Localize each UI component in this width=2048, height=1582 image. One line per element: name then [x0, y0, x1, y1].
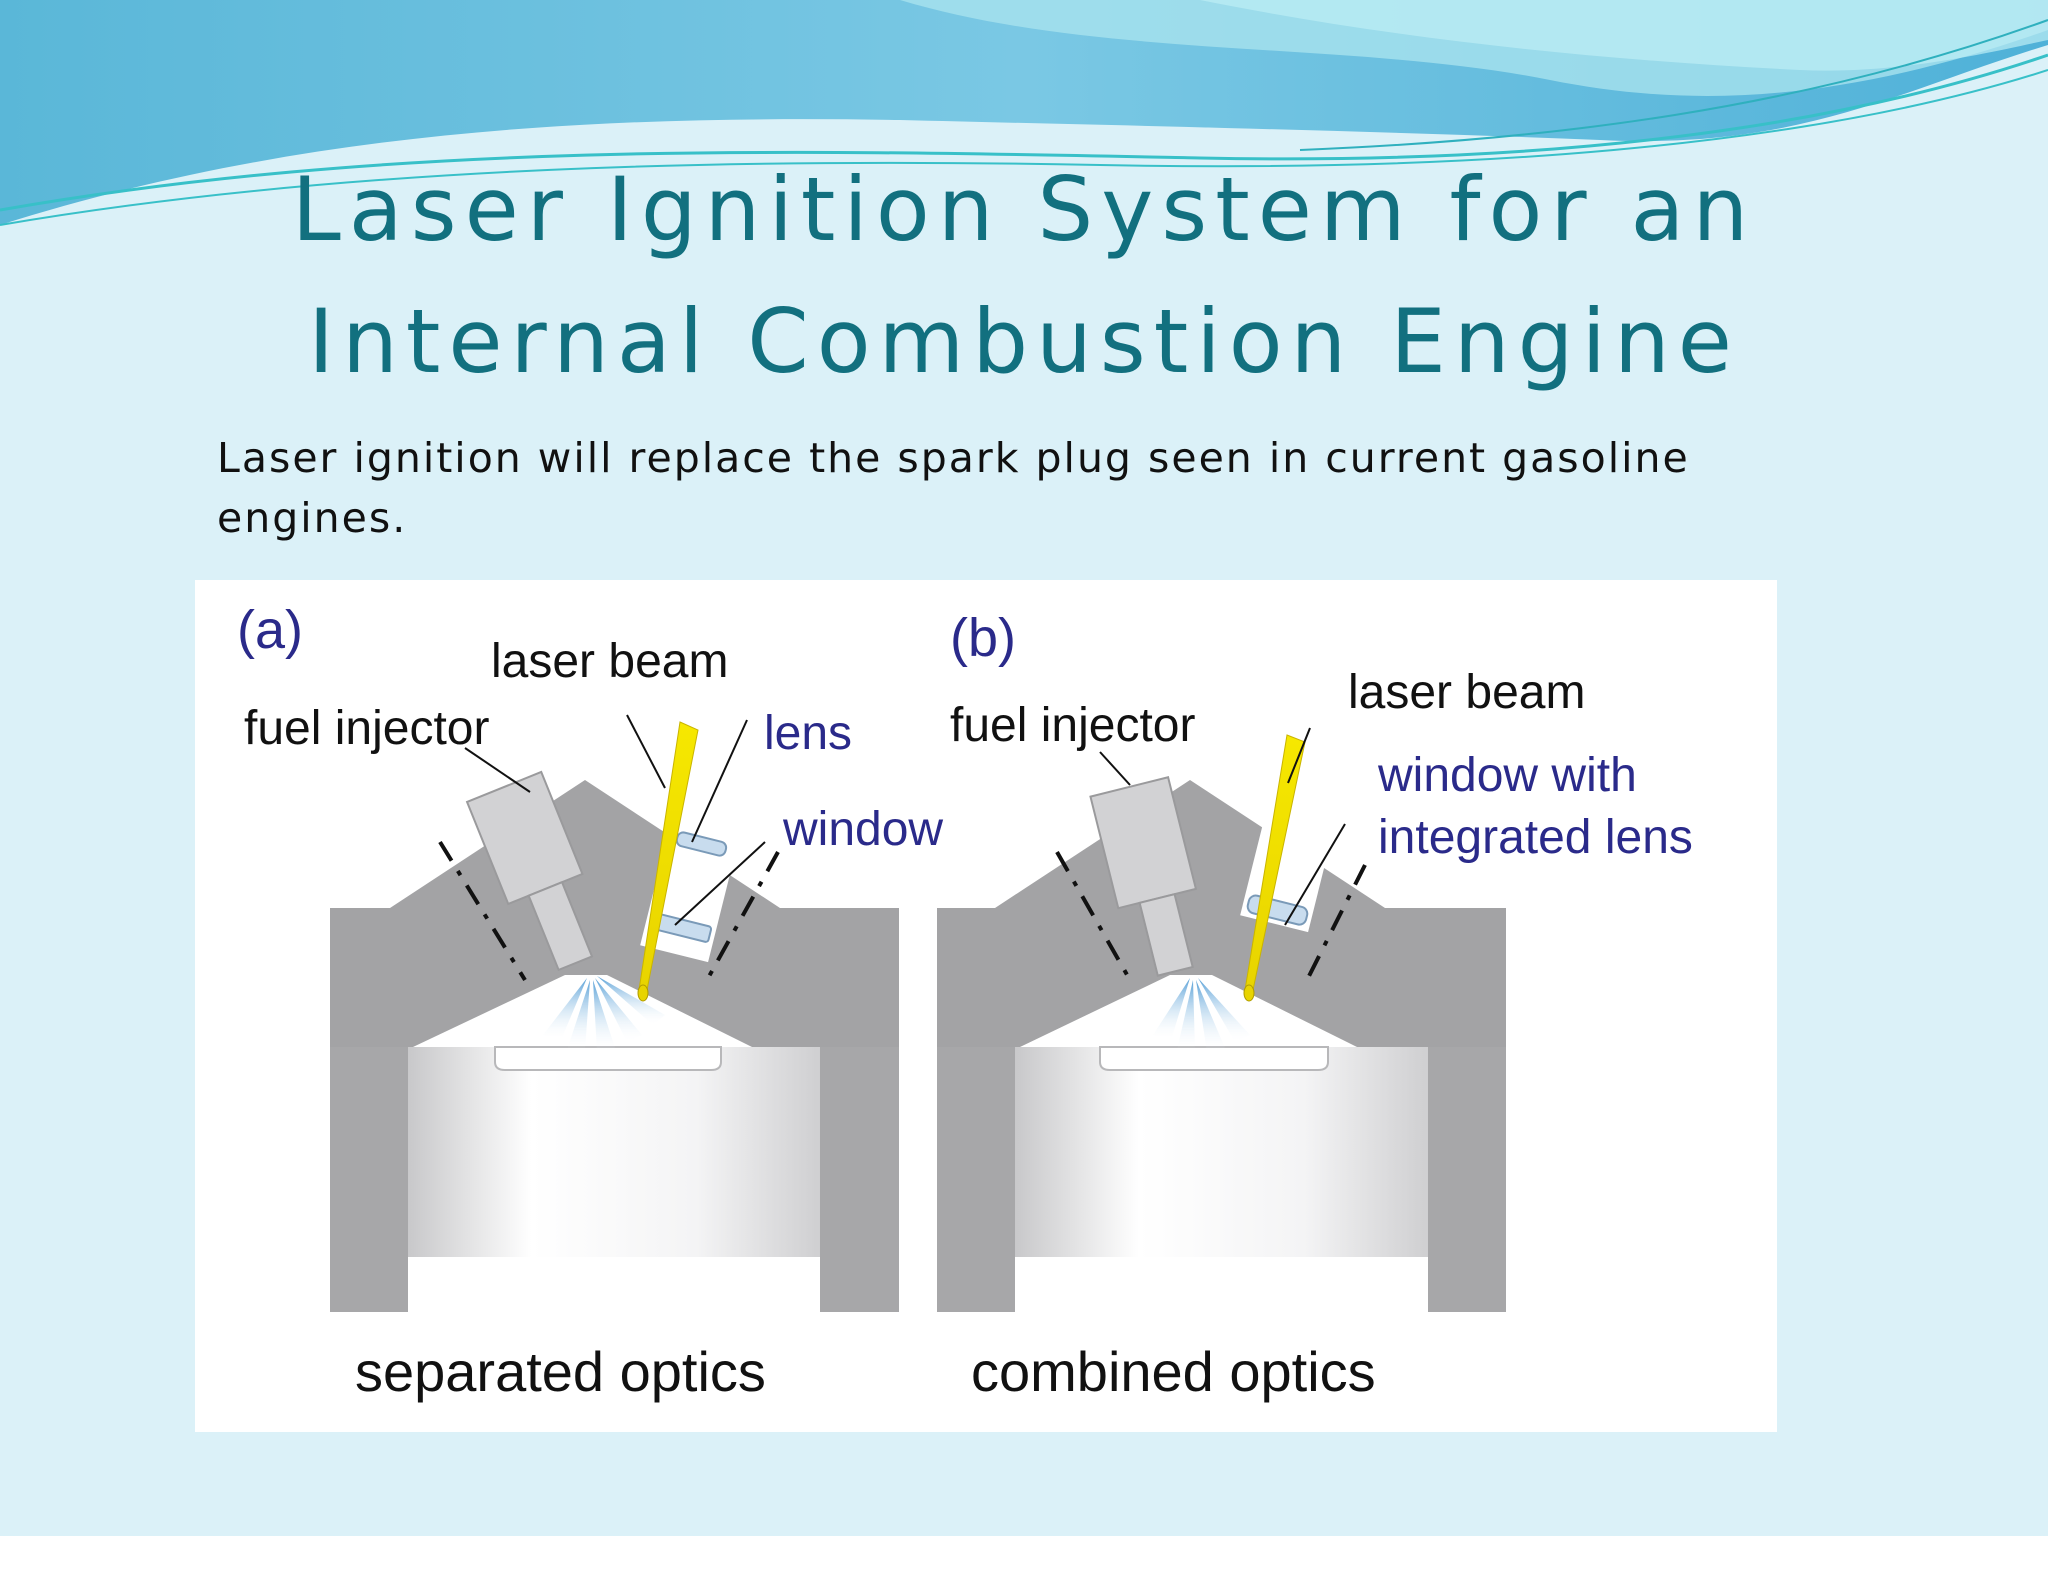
panel-b-tag: (b) — [950, 608, 1016, 668]
cylinder-wall-right-b — [1428, 1047, 1506, 1312]
laser-beam-label-a: laser beam — [491, 635, 728, 688]
cylinder-wall-right-a — [820, 1047, 899, 1312]
fuel-spray-b — [1153, 978, 1250, 1052]
slide-subtitle: Laser ignition will replace the spark pl… — [217, 434, 1690, 542]
window-label-a: window — [782, 803, 943, 856]
cylinder-head-a — [330, 780, 899, 1047]
piston-b — [1015, 1047, 1428, 1257]
slide-title-line-2: Internal Combustion Engine — [308, 290, 1740, 393]
caption-combined-optics: combined optics — [971, 1340, 1376, 1403]
fuel-injector-label-a: fuel injector — [244, 702, 489, 755]
engine-diagram: (a) laser beam fuel injector lens window… — [195, 580, 1777, 1432]
panel-a-tag: (a) — [237, 600, 303, 660]
panel-b: (b) fuel injector laser beam window with… — [937, 608, 1693, 1403]
lens-label-a: lens — [764, 707, 852, 760]
slide: Laser Ignition System for an Internal Co… — [0, 0, 2048, 1536]
fuel-injector-label-b: fuel injector — [950, 699, 1195, 752]
cylinder-wall-left-b — [937, 1047, 1015, 1312]
panel-a: (a) laser beam fuel injector lens window… — [237, 600, 943, 1403]
window-label-b-line2: integrated lens — [1378, 811, 1693, 864]
cylinder-wall-left-a — [330, 1047, 408, 1312]
fuel-spray-a — [543, 976, 665, 1052]
laser-beam-label-b: laser beam — [1348, 666, 1585, 719]
piston-a — [408, 1047, 820, 1257]
cylinder-head-b — [937, 780, 1506, 1047]
slide-title-line-1: Laser Ignition System for an — [291, 158, 1757, 261]
caption-separated-optics: separated optics — [355, 1340, 766, 1403]
window-label-b-line1: window with — [1377, 749, 1637, 802]
header-waves — [0, 0, 2048, 226]
